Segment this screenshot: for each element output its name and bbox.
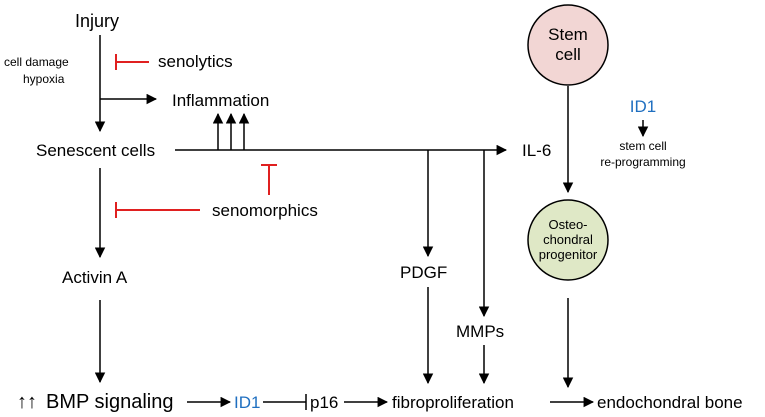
inflammation-label: Inflammation	[172, 91, 270, 110]
stem-cell-line-2: cell	[555, 44, 581, 64]
cell-damage-label: cell damage	[4, 55, 69, 69]
id1-top-label: ID1	[629, 97, 657, 116]
activin-a-label: Activin A	[62, 268, 128, 287]
senomorphics-label: senomorphics	[212, 201, 318, 220]
p16-label: p16	[310, 393, 339, 412]
progenitor-line-1: Osteo-	[548, 217, 588, 232]
id1-bottom-label: ID1	[234, 393, 261, 412]
senescent-cells-label: Senescent cells	[36, 141, 156, 160]
reprogramming-line-1: stem cell	[619, 139, 667, 153]
fibroproliferation-label: fibroproliferation	[392, 393, 514, 412]
hypoxia-label: hypoxia	[23, 72, 65, 86]
progenitor-label: Osteo- chondral progenitor	[528, 217, 608, 263]
reprogramming-line-2: re-programming	[600, 155, 686, 169]
mmps-label: MMPs	[456, 322, 505, 341]
injury-label: Injury	[75, 11, 120, 31]
progenitor-circle	[527, 199, 609, 281]
stem-cell-line-1: Stem	[548, 25, 588, 44]
bmp-increase-arrows: ↑↑	[17, 391, 37, 413]
senolytics-label: senolytics	[158, 52, 233, 71]
pdgf-label: PDGF	[400, 263, 448, 282]
bmp-signaling-label: BMP signaling	[46, 391, 174, 413]
progenitor-line-2: chondral	[543, 231, 593, 247]
endochondral-bone-label: endochondral bone	[597, 393, 743, 412]
stem-cell-circle	[527, 4, 609, 86]
progenitor-line-3: progenitor	[538, 246, 598, 262]
stem-cell-label: Stem cell	[528, 25, 608, 64]
il6-label: IL-6	[522, 141, 552, 160]
